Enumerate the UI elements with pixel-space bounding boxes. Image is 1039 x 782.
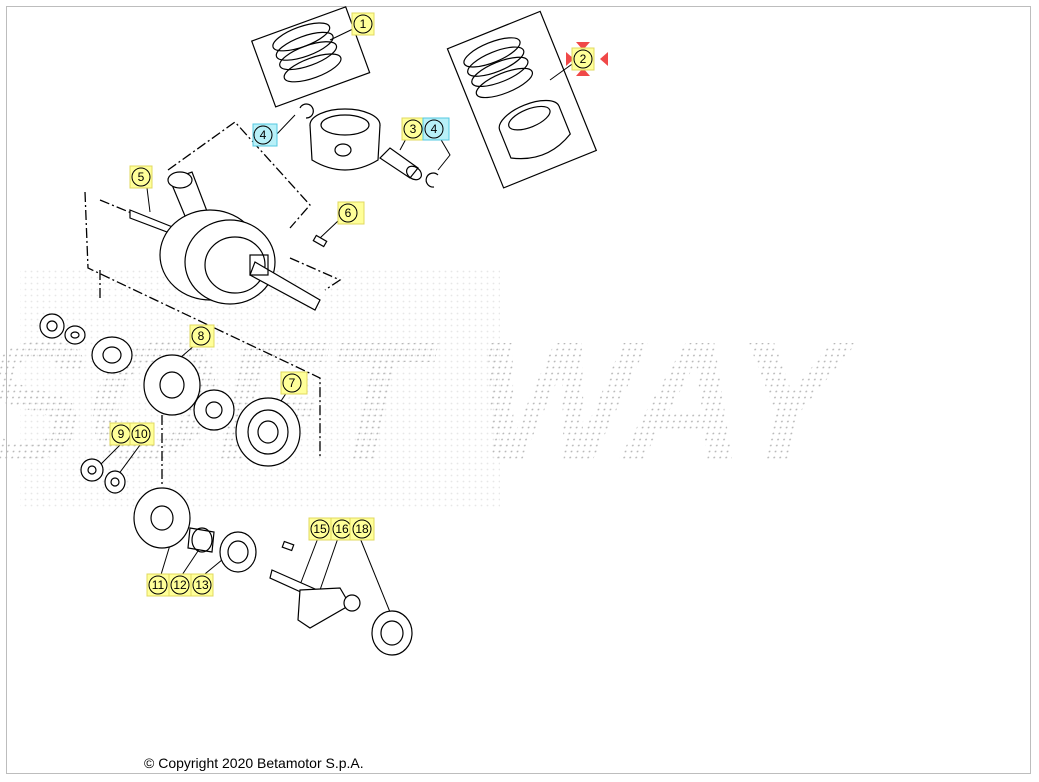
- watermark-logo: SOFT WAY: [0, 270, 867, 510]
- gear-part-11: [133, 487, 191, 549]
- callout-2[interactable]: 2: [571, 47, 595, 71]
- callout-18[interactable]: 18: [349, 517, 375, 541]
- svg-text:9: 9: [118, 427, 125, 441]
- svg-text:3: 3: [410, 122, 417, 136]
- piston-part: [309, 108, 381, 171]
- callout-5[interactable]: 5: [129, 165, 153, 189]
- callout-16[interactable]: 16: [330, 517, 354, 541]
- nut-part-9: [80, 458, 104, 482]
- svg-text:10: 10: [134, 427, 148, 441]
- bearing-part-7: [235, 397, 301, 467]
- svg-text:4: 4: [431, 122, 438, 136]
- svg-text:13: 13: [195, 578, 209, 592]
- crankshaft-part: [129, 171, 321, 311]
- circlip-part: [425, 172, 439, 188]
- gear-part: [91, 336, 133, 374]
- svg-text:4: 4: [260, 128, 267, 142]
- svg-text:11: 11: [152, 578, 165, 592]
- balancer-shaft-part: [269, 540, 361, 629]
- svg-text:2: 2: [580, 52, 587, 66]
- circlip-part: [299, 103, 314, 119]
- bearing-part-18: [371, 610, 413, 656]
- piston-pin-part: [379, 147, 423, 181]
- piston-rings-part: [250, 6, 371, 108]
- svg-text:6: 6: [345, 206, 352, 220]
- callout-8[interactable]: 8: [189, 324, 215, 348]
- callout-13[interactable]: 13: [190, 573, 214, 597]
- callout-6[interactable]: 6: [337, 201, 365, 225]
- svg-text:18: 18: [355, 522, 369, 536]
- parts-artwork: [39, 6, 598, 656]
- callout-3[interactable]: 3: [401, 117, 425, 141]
- key-part: [312, 234, 328, 248]
- selection-marker: [566, 42, 608, 76]
- svg-text:5: 5: [138, 170, 145, 184]
- callout-7[interactable]: 7: [280, 371, 308, 395]
- bush-part-12: [187, 527, 215, 553]
- svg-text:7: 7: [289, 376, 296, 390]
- callout-10[interactable]: 10: [129, 422, 155, 446]
- watermark-text: SOFT WAY: [0, 307, 867, 497]
- copyright-notice: © Copyright 2020 Betamotor S.p.A.: [144, 755, 364, 771]
- callout-4-left[interactable]: 4: [252, 123, 278, 147]
- leader-lines: [99, 27, 576, 613]
- callout-12[interactable]: 12: [168, 573, 192, 597]
- nut-part: [39, 313, 65, 339]
- piston-kit-part: [446, 10, 598, 189]
- washer-part: [64, 325, 86, 345]
- bearing-part-13: [219, 531, 257, 573]
- callout-1[interactable]: 1: [351, 12, 375, 36]
- callout-4-right[interactable]: 4: [422, 117, 450, 141]
- svg-text:15: 15: [313, 522, 327, 536]
- svg-text:1: 1: [360, 17, 367, 31]
- gear-part-small: [193, 389, 235, 431]
- svg-text:16: 16: [335, 522, 349, 536]
- callout-15[interactable]: 15: [308, 517, 332, 541]
- svg-text:12: 12: [173, 578, 187, 592]
- callout-9[interactable]: 9: [109, 422, 133, 446]
- gear-part-8: [143, 354, 201, 416]
- washer-part-10: [104, 470, 126, 494]
- svg-text:8: 8: [198, 329, 205, 343]
- callout-11[interactable]: 11: [146, 573, 170, 597]
